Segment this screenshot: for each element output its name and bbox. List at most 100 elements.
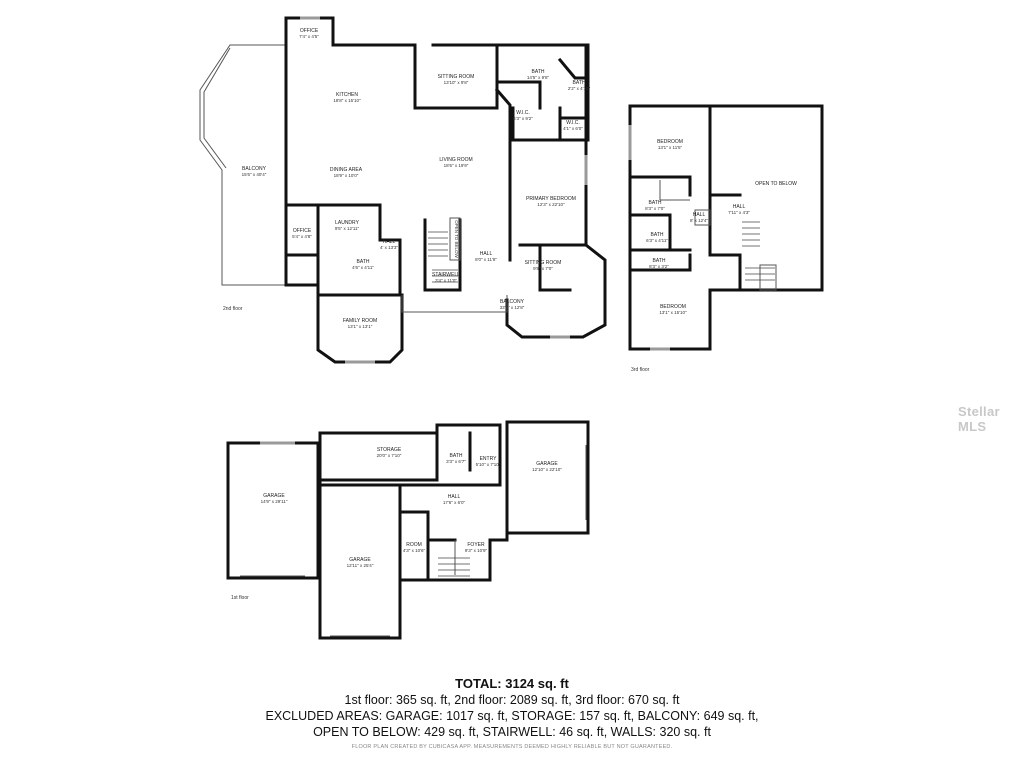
small-closets <box>659 180 711 226</box>
svg-text:20'0" x 7'10": 20'0" x 7'10" <box>377 453 402 458</box>
svg-text:18'6" x 19'9": 18'6" x 19'9" <box>444 163 469 168</box>
south-balcony <box>401 295 508 313</box>
svg-text:6'3" x 9'2": 6'3" x 9'2" <box>513 116 533 121</box>
svg-text:LIVING ROOM: LIVING ROOM <box>439 157 472 163</box>
stairs <box>438 557 470 577</box>
svg-text:W.I.C.: W.I.C. <box>516 110 530 116</box>
svg-text:6'3" x 4'11": 6'3" x 4'11" <box>646 238 668 243</box>
svg-text:8' x 12'4": 8' x 12'4" <box>690 218 708 223</box>
svg-text:SITTING ROOM: SITTING ROOM <box>438 74 475 80</box>
svg-text:9'5" x 12'11": 9'5" x 12'11" <box>335 226 360 231</box>
svg-text:BATH: BATH <box>651 232 664 238</box>
svg-text:4'1" x 6'0": 4'1" x 6'0" <box>563 126 583 131</box>
stair-landing <box>759 264 777 291</box>
divider-open-below <box>708 104 742 197</box>
svg-text:BEDROOM: BEDROOM <box>657 139 683 145</box>
svg-text:5'10" x 7'10": 5'10" x 7'10" <box>476 462 501 467</box>
svg-text:DINING AREA: DINING AREA <box>330 167 363 173</box>
svg-text:GARAGE: GARAGE <box>536 461 558 467</box>
svg-text:14'9" x 29'11": 14'9" x 29'11" <box>261 499 288 504</box>
total-area: TOTAL: 3124 sq. ft <box>455 676 569 691</box>
svg-text:W.I.C.: W.I.C. <box>566 120 580 126</box>
svg-text:BATH: BATH <box>357 259 370 265</box>
garage-west <box>226 441 320 580</box>
svg-text:BATH: BATH <box>653 258 666 264</box>
floor-areas: 1st floor: 365 sq. ft, 2nd floor: 2089 s… <box>344 693 680 707</box>
svg-text:13'10" x 9'8": 13'10" x 9'8" <box>444 80 469 85</box>
svg-text:18'8" x 15'10": 18'8" x 15'10" <box>333 98 361 103</box>
laundry-walls <box>316 238 402 297</box>
svg-text:BATH: BATH <box>532 69 545 75</box>
balcony-outline <box>199 44 286 286</box>
disclaimer: FLOOR PLAN CREATED BY CUBICASA APP. MEAS… <box>351 744 673 750</box>
svg-text:FAMILY ROOM: FAMILY ROOM <box>343 318 377 324</box>
svg-text:4' x 13'3": 4' x 13'3" <box>380 245 398 250</box>
bath-walls <box>628 213 692 272</box>
excluded-areas: EXCLUDED AREAS: GARAGE: 1017 sq. ft, STO… <box>265 709 759 723</box>
area-summary: TOTAL: 3124 sq. ft 1st floor: 365 sq. ft… <box>0 676 1024 740</box>
floor-label-1st: 1st floor <box>231 595 249 601</box>
svg-text:4'3" x 10'6": 4'3" x 10'6" <box>403 548 426 553</box>
open-to-below-box <box>449 217 461 261</box>
svg-text:13'1" x 15'10": 13'1" x 15'10" <box>659 310 687 315</box>
svg-text:ROOM: ROOM <box>406 542 422 548</box>
svg-text:OPEN TO BELOW: OPEN TO BELOW <box>755 181 797 187</box>
svg-text:OFFICE: OFFICE <box>300 28 319 34</box>
svg-text:BATH: BATH <box>649 200 662 206</box>
bath-walls <box>498 57 590 120</box>
svg-text:BATH: BATH <box>573 80 586 86</box>
svg-text:BALCONY: BALCONY <box>242 166 267 172</box>
svg-text:7'11" x 4'3": 7'11" x 4'3" <box>728 210 750 215</box>
primary-walls <box>508 138 588 292</box>
wic-walls <box>511 106 562 142</box>
svg-text:LAUNDRY: LAUNDRY <box>335 220 359 226</box>
svg-text:8'0" x 11'8": 8'0" x 11'8" <box>475 257 497 262</box>
svg-text:13'1" x 13'1": 13'1" x 13'1" <box>348 324 373 329</box>
sitting-wall <box>413 43 499 110</box>
stairs <box>428 231 458 283</box>
svg-text:BATH: BATH <box>450 453 463 459</box>
bedroom-wall <box>628 175 692 197</box>
svg-text:17'6" x 6'0": 17'6" x 6'0" <box>443 500 466 505</box>
svg-text:STORAGE: STORAGE <box>377 447 402 453</box>
svg-text:12'11" x 25'4": 12'11" x 25'4" <box>347 563 374 568</box>
svg-text:OFFICE: OFFICE <box>293 228 312 234</box>
storage-wall <box>318 431 439 482</box>
svg-text:8'3" x 3'2": 8'3" x 3'2" <box>649 264 669 269</box>
svg-text:7'4" x 4'5": 7'4" x 4'5" <box>299 34 319 39</box>
stairs <box>742 221 775 281</box>
svg-text:HALL: HALL <box>383 239 396 245</box>
annotation-open-to-below: OPEN TO BELOW <box>454 220 459 258</box>
office-walls <box>284 203 382 257</box>
watermark-logo: Stellar MLS <box>958 404 1000 434</box>
